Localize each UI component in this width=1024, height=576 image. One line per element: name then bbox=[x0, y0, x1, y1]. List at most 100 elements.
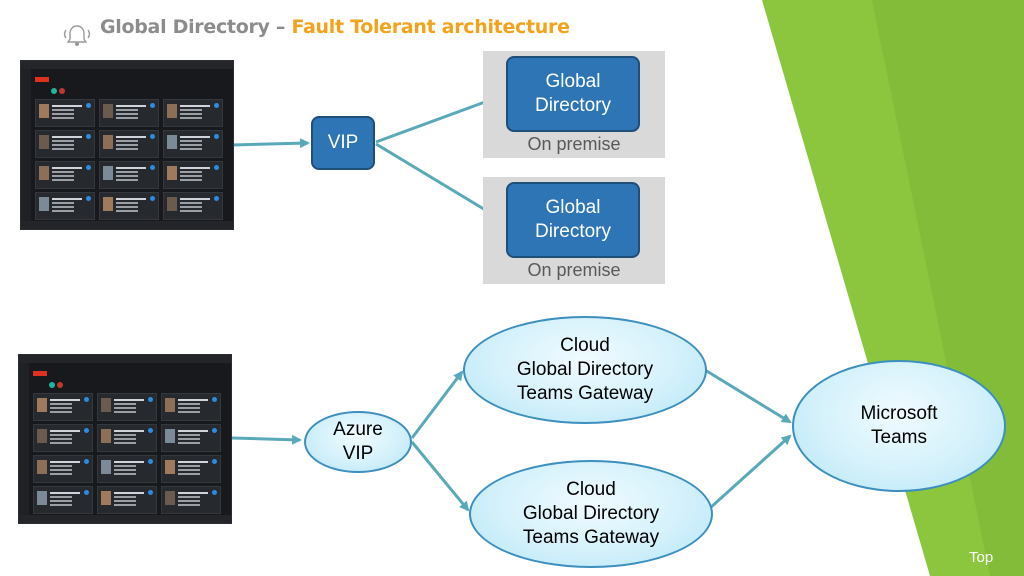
contact-photo bbox=[39, 135, 49, 149]
contact-text-line bbox=[178, 473, 200, 475]
contact-text-line bbox=[114, 496, 136, 498]
sound-alert-icon bbox=[63, 25, 91, 46]
contact-text-line bbox=[50, 496, 72, 498]
status-dot bbox=[212, 459, 217, 464]
contact-text-line bbox=[52, 109, 74, 111]
azure-vip-line1: Azure bbox=[333, 419, 383, 440]
contact-photo bbox=[103, 166, 113, 180]
contact-text-line bbox=[52, 113, 74, 115]
thumb-contact-card bbox=[161, 455, 221, 483]
status-dot bbox=[84, 428, 89, 433]
contact-text-line bbox=[178, 500, 200, 502]
thumb-contact-card bbox=[35, 192, 95, 220]
teams-line2: Teams bbox=[871, 427, 927, 448]
contact-text-line bbox=[116, 148, 138, 150]
contact-photo bbox=[37, 460, 47, 474]
thumb-contact-card bbox=[97, 486, 157, 514]
contact-text-line bbox=[114, 465, 136, 467]
thumb-contact-card bbox=[33, 393, 93, 421]
gateway-line1: Cloud bbox=[566, 479, 616, 500]
contact-text-line bbox=[178, 461, 208, 463]
thumb-brand-mark bbox=[35, 77, 49, 82]
contact-text-line bbox=[180, 198, 210, 200]
thumb-statusbar bbox=[21, 221, 233, 229]
contact-text-line bbox=[180, 113, 202, 115]
contact-text-line bbox=[50, 434, 72, 436]
contact-photo bbox=[101, 398, 111, 412]
contact-photo bbox=[165, 460, 175, 474]
global-directory-node-2: Global Directory bbox=[506, 182, 640, 258]
contact-text-line bbox=[52, 202, 74, 204]
status-dot bbox=[148, 459, 153, 464]
thumb-contact-card bbox=[33, 486, 93, 514]
contact-photo bbox=[103, 135, 113, 149]
contact-text-line bbox=[178, 434, 200, 436]
contact-text-line bbox=[116, 171, 138, 173]
contact-text-line bbox=[50, 504, 72, 506]
thumb-sidebar bbox=[21, 69, 31, 221]
on-premise-caption-2: On premise bbox=[527, 260, 621, 280]
azure-vip-line2: VIP bbox=[342, 443, 374, 464]
contact-text-line bbox=[50, 492, 80, 494]
arrow-vip-to-server-1 bbox=[375, 93, 506, 144]
contact-text-line bbox=[50, 500, 72, 502]
contact-photo bbox=[39, 197, 49, 211]
thumb-contact-card bbox=[99, 161, 159, 189]
arrow-azure-to-gateway-1 bbox=[410, 370, 464, 439]
contact-text-line bbox=[178, 442, 200, 444]
thumb-titlebar bbox=[19, 355, 231, 363]
contact-text-line bbox=[114, 504, 136, 506]
contact-photo bbox=[167, 166, 177, 180]
contact-text-line bbox=[52, 148, 74, 150]
status-dot bbox=[214, 134, 219, 139]
thumb-filter-dot bbox=[59, 88, 65, 94]
contact-text-line bbox=[52, 144, 74, 146]
thumb-contact-card bbox=[33, 424, 93, 452]
status-dot bbox=[148, 397, 153, 402]
status-dot bbox=[86, 165, 91, 170]
contact-text-line bbox=[50, 407, 72, 409]
contact-text-line bbox=[50, 438, 72, 440]
status-dot bbox=[214, 165, 219, 170]
contact-text-line bbox=[114, 473, 136, 475]
contact-text-line bbox=[178, 399, 208, 401]
contact-text-line bbox=[50, 403, 72, 405]
contact-photo bbox=[167, 197, 177, 211]
microsoft-teams-node: Microsoft Teams bbox=[792, 360, 1006, 492]
thumb-contact-card bbox=[161, 424, 221, 452]
contact-text-line bbox=[114, 411, 136, 413]
contact-text-line bbox=[180, 179, 202, 181]
app-screenshot-thumbnail bbox=[20, 60, 234, 230]
contact-text-line bbox=[180, 117, 202, 119]
status-dot bbox=[212, 397, 217, 402]
contact-text-line bbox=[116, 117, 138, 119]
node-line2: Directory bbox=[534, 221, 611, 242]
contact-text-line bbox=[180, 202, 202, 204]
contact-text-line bbox=[114, 469, 136, 471]
contact-text-line bbox=[178, 492, 208, 494]
contact-photo bbox=[39, 104, 49, 118]
thumb-filter-dot bbox=[57, 382, 63, 388]
status-dot bbox=[150, 103, 155, 108]
arrow-vip-to-server-2 bbox=[375, 142, 504, 222]
global-directory-node-1: Global Directory bbox=[506, 56, 640, 132]
contact-text-line bbox=[178, 438, 200, 440]
contact-text-line bbox=[116, 113, 138, 115]
vip-label: VIP bbox=[327, 132, 359, 153]
vip-node: VIP bbox=[311, 116, 375, 170]
contact-text-line bbox=[116, 175, 138, 177]
contact-text-line bbox=[180, 148, 202, 150]
contact-text-line bbox=[52, 117, 74, 119]
contact-text-line bbox=[50, 430, 80, 432]
app-screenshot-thumbnail bbox=[18, 354, 232, 524]
contact-text-line bbox=[114, 442, 136, 444]
top-link[interactable]: Top bbox=[969, 549, 994, 566]
contact-text-line bbox=[50, 465, 72, 467]
status-dot bbox=[148, 428, 153, 433]
contact-text-line bbox=[180, 109, 202, 111]
status-dot bbox=[148, 490, 153, 495]
contact-text-line bbox=[52, 206, 74, 208]
thumb-contact-card bbox=[97, 424, 157, 452]
title-separator: – bbox=[269, 16, 292, 38]
contact-text-line bbox=[52, 198, 82, 200]
